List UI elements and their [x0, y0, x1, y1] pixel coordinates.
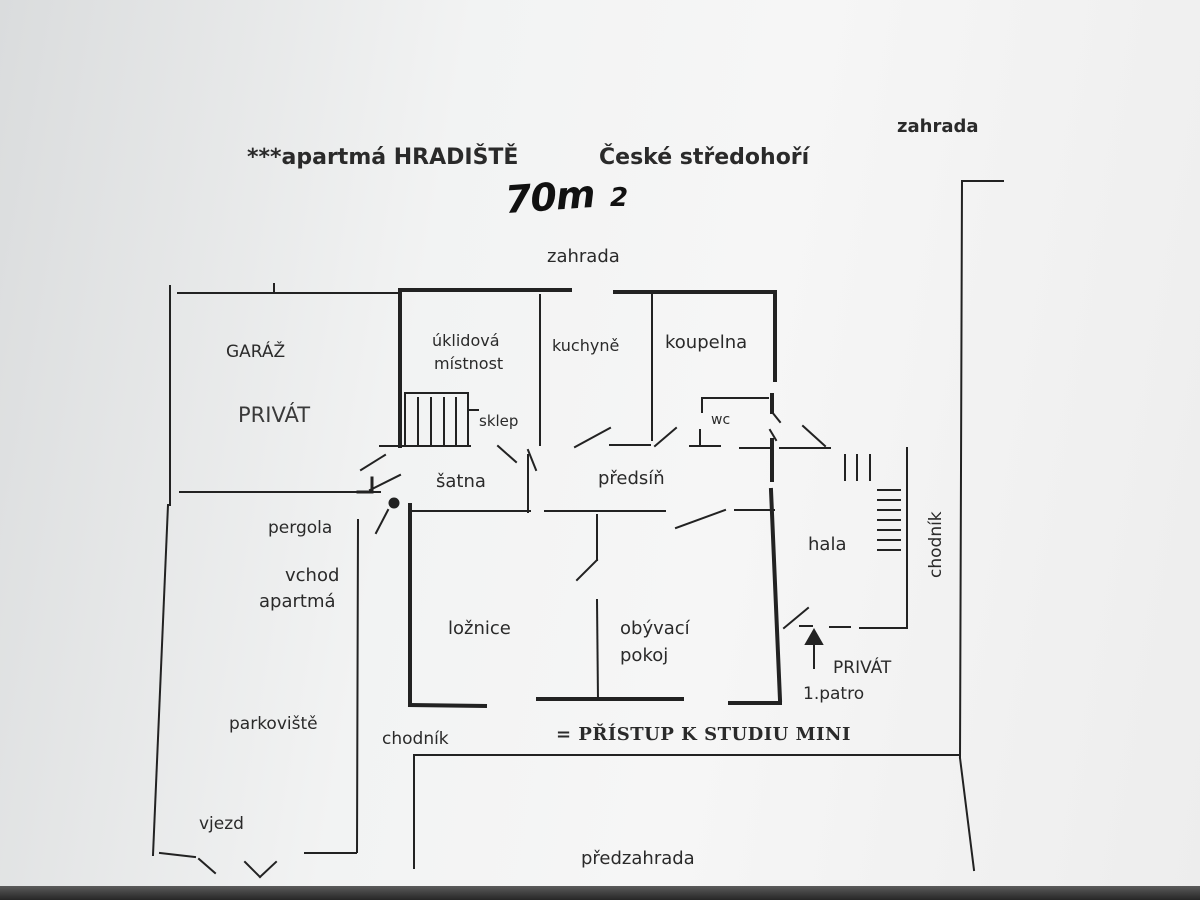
label-entrance-line1: vchod: [285, 565, 340, 586]
hall-stairs: [844, 447, 908, 629]
entrance-door-mark: [388, 497, 400, 509]
label-first-floor: 1.patro: [803, 684, 865, 704]
label-living-room-line1: obývací: [620, 618, 690, 639]
label-pergola: pergola: [268, 518, 333, 538]
label-private-garage: PRIVÁT: [238, 403, 311, 427]
label-kitchen: kuchyně: [552, 336, 620, 355]
label-front-garden: předzahrada: [581, 848, 695, 869]
label-zahrada-right: zahrada: [897, 116, 979, 137]
label-entrance-line2: apartmá: [259, 591, 336, 612]
label-cleaning-room-line1: úklidová: [432, 331, 500, 350]
label-private-right: PRIVÁT: [833, 658, 892, 678]
up-arrow-icon: [804, 627, 824, 669]
cellar-stairs: [404, 392, 479, 447]
label-cellar: sklep: [479, 412, 519, 430]
label-driveway: vjezd: [199, 814, 244, 834]
label-garage: GARÁŽ: [226, 342, 286, 362]
title-stars: ***: [247, 145, 282, 170]
photo-bottom-edge: [0, 886, 1200, 900]
label-zahrada-top: zahrada: [547, 246, 620, 267]
label-hall: hala: [808, 534, 847, 555]
title-region: České středohoří: [599, 145, 810, 170]
interior-walls: [359, 294, 831, 702]
label-wardrobe: šatna: [436, 471, 486, 492]
label-cleaning-room-line2: místnost: [434, 354, 504, 373]
label-sidewalk-bottom: chodník: [382, 729, 449, 749]
entrance-corner: [356, 476, 374, 494]
door-swings: [359, 410, 851, 630]
label-living-room-line2: pokoj: [620, 645, 669, 666]
label-bedroom: ložnice: [448, 618, 511, 639]
label-wc: wc: [711, 412, 731, 428]
apartment-outer-walls: [398, 288, 783, 709]
label-parking: parkoviště: [229, 714, 318, 734]
garage-walls: [169, 283, 399, 506]
area-value: 70m: [503, 171, 596, 223]
label-access-studio-mini: = PŘÍSTUP K STUDIU MINI: [556, 724, 851, 745]
title-line: ***apartmá HRADIŠTĚ: [247, 147, 518, 169]
label-bathroom: koupelna: [665, 332, 748, 353]
site-boundary-lines: [151, 179, 1004, 879]
area-exponent: 2: [610, 183, 629, 213]
title-apartment-name: apartmá HRADIŠTĚ: [281, 145, 519, 170]
label-hallway: předsíň: [598, 468, 665, 489]
label-sidewalk-right: chodník: [926, 511, 946, 578]
